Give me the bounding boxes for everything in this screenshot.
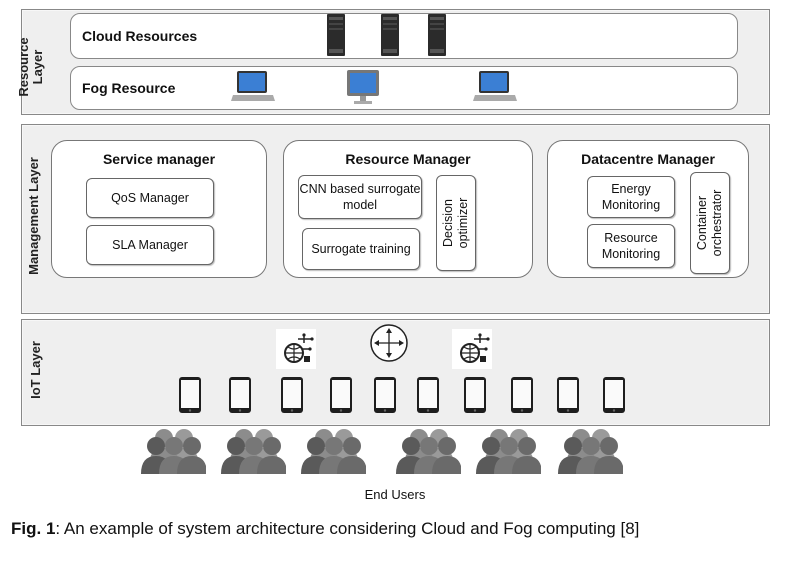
iot-gateway-icon bbox=[276, 329, 316, 369]
device-icon bbox=[281, 377, 303, 413]
user-group-icon bbox=[141, 429, 206, 474]
fog-resource-label: Fog Resource bbox=[82, 80, 176, 96]
cloud-resources-bar bbox=[70, 13, 738, 59]
device-icon bbox=[229, 377, 251, 413]
decision-optimizer-label: Decision optimizer bbox=[441, 197, 470, 249]
device-icon bbox=[557, 377, 579, 413]
resource-monitoring-box: Resource Monitoring bbox=[587, 224, 675, 268]
service-manager-title: Service manager bbox=[102, 151, 216, 167]
device-icon bbox=[374, 377, 396, 413]
router-icon bbox=[370, 324, 408, 362]
management-layer-label: Management Layer bbox=[26, 157, 41, 275]
container-orchestrator-box: Container orchestrator bbox=[690, 172, 730, 274]
laptop-icon bbox=[473, 71, 517, 101]
user-group-icon bbox=[558, 429, 623, 474]
surrogate-training-box: Surrogate training bbox=[302, 228, 420, 270]
laptop-icon bbox=[231, 71, 275, 101]
resource-manager-title: Resource Manager bbox=[345, 151, 471, 167]
fog-resource-bar bbox=[70, 66, 738, 110]
user-group-icon bbox=[221, 429, 286, 474]
container-orchestrator-label: Container orchestrator bbox=[695, 189, 724, 257]
server-icon bbox=[327, 14, 345, 56]
end-users-label: End Users bbox=[364, 487, 426, 502]
energy-monitoring-box: Energy Monitoring bbox=[587, 176, 675, 218]
figure-caption: Fig. 1: An example of system architectur… bbox=[11, 519, 639, 539]
device-icon bbox=[417, 377, 439, 413]
cloud-resources-label: Cloud Resources bbox=[82, 28, 198, 44]
sla-manager-box: SLA Manager bbox=[86, 225, 214, 265]
device-icon bbox=[330, 377, 352, 413]
server-icon bbox=[428, 14, 446, 56]
figure-caption-text: : An example of system architecture cons… bbox=[55, 519, 640, 538]
datacentre-manager-title: Datacentre Manager bbox=[581, 151, 715, 167]
device-icon bbox=[464, 377, 486, 413]
user-group-icon bbox=[396, 429, 461, 474]
iot-layer-label: IoT Layer bbox=[28, 341, 43, 399]
device-icon bbox=[179, 377, 201, 413]
device-icon bbox=[511, 377, 533, 413]
server-icon bbox=[381, 14, 399, 56]
monitor-icon bbox=[347, 70, 379, 104]
device-icon bbox=[603, 377, 625, 413]
decision-optimizer-box: Decision optimizer bbox=[436, 175, 476, 271]
figure-caption-prefix: Fig. 1 bbox=[11, 519, 56, 538]
cnn-surrogate-model-box: CNN based surrogate model bbox=[298, 175, 422, 219]
resource-layer-label: Resource Layer bbox=[16, 37, 45, 97]
qos-manager-box: QoS Manager bbox=[86, 178, 214, 218]
user-group-icon bbox=[301, 429, 366, 474]
iot-gateway-icon bbox=[452, 329, 492, 369]
user-group-icon bbox=[476, 429, 541, 474]
